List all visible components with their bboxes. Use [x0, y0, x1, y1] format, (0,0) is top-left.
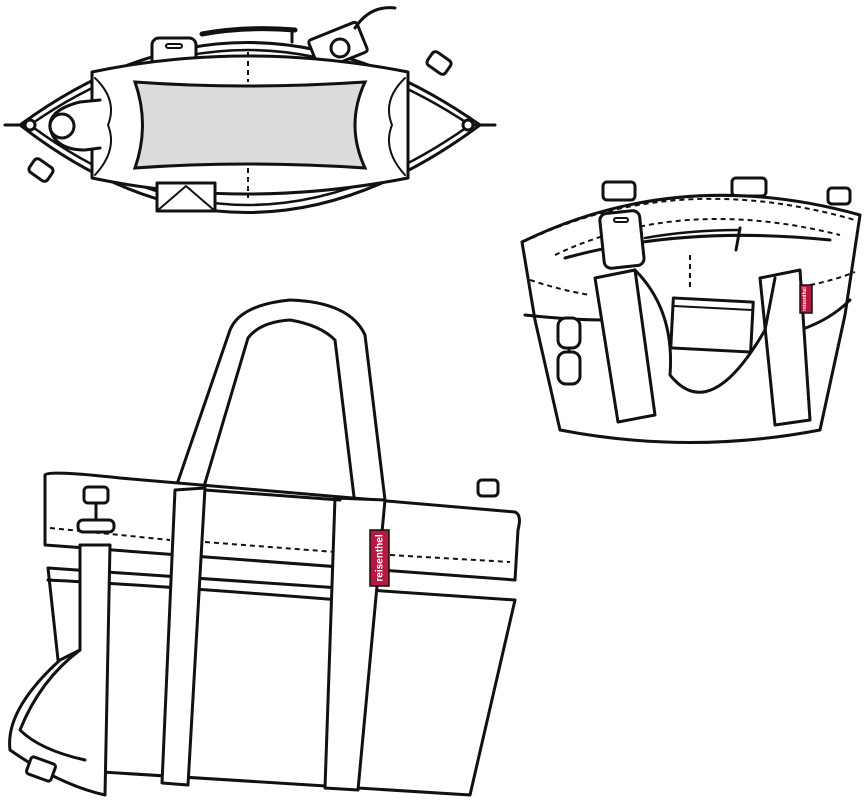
bottle-icon [48, 98, 102, 152]
brand-label-text: reisenthel [802, 287, 808, 311]
top-view-illustration [0, 0, 500, 240]
strap-buckle-icon [25, 755, 57, 783]
front-view-illustration: reisenthel [0, 290, 530, 810]
notebook-icon [155, 181, 217, 213]
brand-label-text: reisenthel [375, 534, 386, 581]
clip-hook-icon [76, 485, 116, 534]
front-view-drawing: reisenthel [8, 298, 521, 797]
top-view-drawing [3, 6, 497, 214]
three-quarter-view-illustration: reisenthel [510, 170, 867, 450]
zipper-pull-icon [734, 226, 742, 252]
three-quarter-view-drawing: reisenthel [520, 176, 862, 444]
camera-icon [307, 6, 397, 72]
buckle-icon [425, 50, 453, 76]
sunglasses-icon [556, 316, 582, 386]
buckle-icon [27, 157, 55, 183]
brand-label: reisenthel [369, 529, 390, 587]
buckle-icon [476, 478, 500, 498]
buckle-icon [826, 186, 852, 206]
notebook-icon [669, 296, 755, 354]
phone-icon [598, 209, 646, 270]
brand-label: reisenthel [799, 284, 813, 314]
base-panel [132, 80, 368, 170]
